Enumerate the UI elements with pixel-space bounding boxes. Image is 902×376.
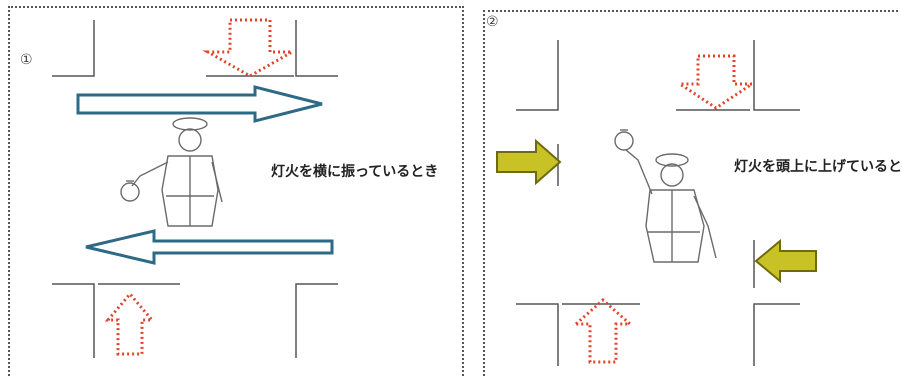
panel-2-officer-head (660, 163, 684, 187)
panel-1-caption: 灯火を横に振っているとき (271, 164, 439, 180)
panel-1-go-arrows (76, 85, 334, 265)
panel-2-road-edges (516, 40, 800, 366)
panel-2-number: ② (486, 14, 499, 30)
panel-1-officer-cap (172, 117, 208, 131)
panel-2-officer-lowered-arm (693, 195, 717, 259)
panel-2-road-edge-top-left (516, 40, 559, 111)
panel-2-arrow-left (754, 238, 817, 284)
panel-2-lamp-raised-overhead (483, 10, 898, 376)
panel-2-officer-raised-arm (625, 149, 653, 195)
panel-1-arrow-right (76, 85, 323, 123)
panel-1-road-edge-top-left (52, 20, 95, 77)
panel-1-officer-head (178, 128, 202, 152)
panel-2-officer-figure (614, 129, 717, 263)
panel-1-officer-figure (120, 117, 223, 227)
panel-1-officer-arm (131, 161, 169, 187)
panel-2-officer-torso (645, 189, 705, 263)
panel-2-road-edge-bottom-left (516, 303, 559, 366)
panel-2-arrow-right (496, 138, 562, 186)
panel-1-arrow-up-bottom (104, 291, 156, 356)
panel-2-road-edge-top-right (753, 40, 800, 111)
panel-1-arrow-left (85, 229, 334, 265)
panel-2-caution-arrows (496, 138, 817, 284)
panel-1-arrow-down-top (202, 18, 298, 78)
panel-1-road-edge-bottom-right (295, 283, 338, 358)
panel-1-officer-right-arm (211, 161, 223, 203)
panel-2-lamp (614, 131, 634, 151)
panel-1-officer-torso (161, 155, 219, 227)
panel-1-lamp-swung-sideways (8, 6, 464, 376)
panel-1-road-edges (52, 20, 338, 358)
panel-2-road-edge-bottom-right (753, 303, 800, 366)
panel-2-stop-arrows (572, 54, 757, 364)
panel-2-arrow-up-bottom (572, 297, 634, 364)
panel-2-officer-cap (655, 153, 689, 167)
panel-1-number: ① (20, 52, 33, 68)
panel-1-road-edge-bottom-left (52, 283, 95, 358)
panel-1-lamp (120, 182, 140, 202)
panel-1-stop-arrows (104, 18, 298, 356)
panel-2-caption: 灯火を頭上に上げているとき (734, 159, 902, 175)
panel-2-arrow-down-top (675, 54, 757, 110)
panel-1-road-edge-top-right (295, 20, 338, 77)
